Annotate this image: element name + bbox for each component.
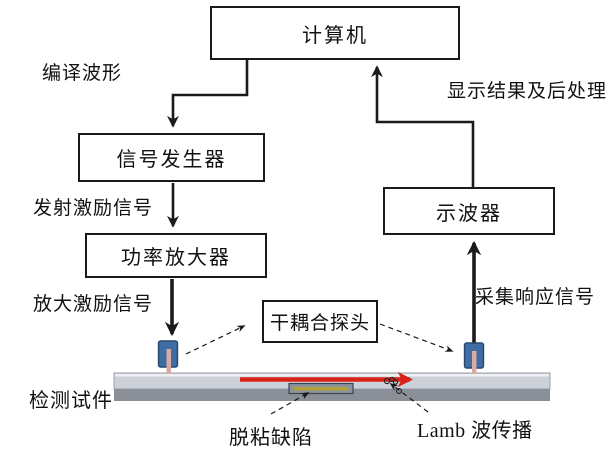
- display-results-label: 显示结果及后处理: [447, 81, 608, 102]
- arrow-computer-to-siggen: [167, 60, 249, 128]
- dry-coupled-probe-label-box: 干耦合探头: [262, 300, 378, 343]
- signal-generator-box: 信号发生器: [78, 133, 265, 182]
- leader-debond: [270, 392, 310, 415]
- compile-waveform-label: 编译波形: [42, 63, 123, 84]
- lamb-wave-label: Lamb 波传播: [417, 420, 533, 442]
- leader-lamb: [389, 382, 429, 413]
- arrow-scope-to-computer: [371, 65, 475, 187]
- debond-defect-label: 脱粘缺陷: [229, 427, 313, 449]
- transmit-excitation-label: 发射激励信号: [33, 198, 154, 219]
- acquire-response-label: 采集响应信号: [475, 287, 596, 308]
- test-specimen-label: 检测试件: [29, 390, 113, 412]
- debond-defect: [288, 382, 354, 395]
- leader-right-probe: [379, 323, 454, 352]
- leader-left-probe: [185, 325, 246, 355]
- power-amplifier-box: 功率放大器: [85, 233, 267, 278]
- computer-box: 计算机: [210, 6, 460, 60]
- transmit-probe: [157, 340, 179, 374]
- receive-probe: [463, 342, 485, 374]
- oscilloscope-box: 示波器: [383, 187, 555, 235]
- amplified-excitation-label: 放大激励信号: [33, 294, 154, 315]
